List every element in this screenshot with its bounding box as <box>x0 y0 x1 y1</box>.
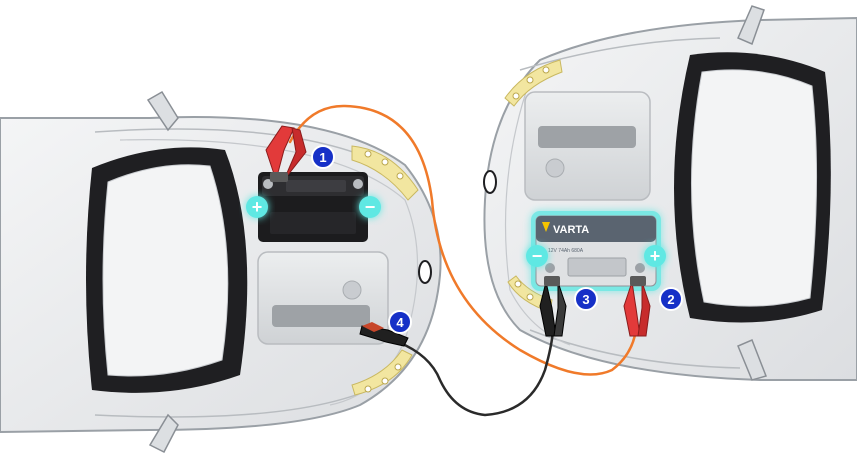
left-car-battery <box>258 172 368 242</box>
battery-spec-label: 12V 74Ah 680A <box>548 248 584 254</box>
svg-text:3: 3 <box>582 292 589 307</box>
svg-text:4: 4 <box>396 315 404 330</box>
right-car: VARTA 12V 74Ah 680A − + <box>484 6 857 380</box>
svg-text:1: 1 <box>319 150 326 165</box>
svg-text:2: 2 <box>667 292 674 307</box>
left-battery-minus-terminal: − <box>359 196 381 218</box>
step-badge-4: 4 <box>389 311 411 333</box>
step-badge-2: 2 <box>660 288 682 310</box>
svg-text:+: + <box>252 197 263 217</box>
right-car-emblem <box>484 171 496 193</box>
step-badge-1: 1 <box>312 146 334 168</box>
right-battery-minus-terminal: − <box>526 245 548 267</box>
svg-text:−: − <box>532 246 543 266</box>
battery-brand-label: VARTA <box>553 224 589 236</box>
svg-text:−: − <box>365 197 376 217</box>
left-car-emblem <box>419 261 431 283</box>
left-car: + − <box>0 92 441 452</box>
left-battery-plus-terminal: + <box>246 196 268 218</box>
svg-text:+: + <box>650 246 661 266</box>
right-battery-plus-terminal: + <box>644 245 666 267</box>
step-badge-3: 3 <box>575 288 597 310</box>
